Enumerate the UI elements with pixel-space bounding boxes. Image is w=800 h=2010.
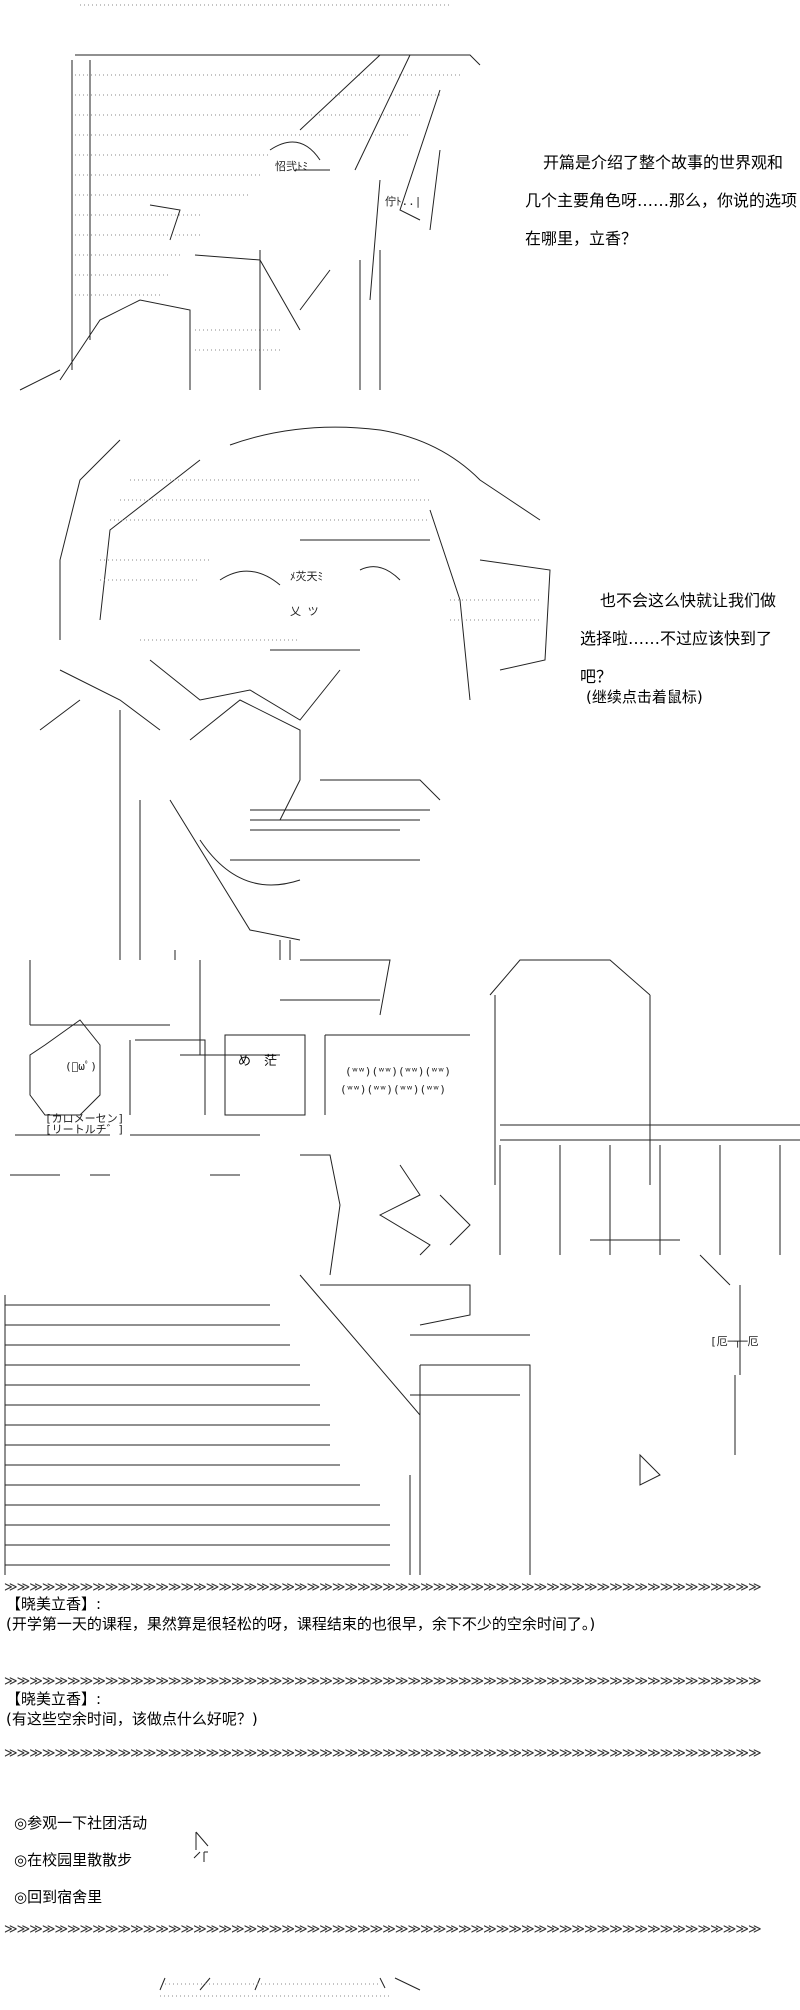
panel3-ascii-art: (ﾟωﾟ) [カロメーセン] [リートルチ゛] (ʷʷ)(ʷʷ)(ʷʷ)(ʷʷ)… xyxy=(4,959,800,1575)
dialogue-speaker: 【晓美立香】: xyxy=(6,1690,102,1708)
svg-text:佇ﾄ..|: 佇ﾄ..| xyxy=(385,195,421,208)
dialogue-speaker: 【晓美立香】: xyxy=(6,1595,102,1613)
panel2-note: (继续点击着鼠标) xyxy=(586,688,703,706)
narration-line: 也不会这么快就让我们做 xyxy=(600,591,777,610)
svg-text:(ʷʷ)(ʷʷ)(ʷʷ)(ʷʷ): (ʷʷ)(ʷʷ)(ʷʷ)(ʷʷ) xyxy=(345,1065,451,1078)
panel3-sign: め 茫 xyxy=(238,1054,278,1069)
svg-text:怊弐ﾄﾐ: 怊弐ﾄﾐ xyxy=(275,159,308,173)
narration-line: 开篇是介绍了整个故事的世界观和 xyxy=(543,153,784,172)
bottom-ascii-art xyxy=(159,1977,421,1997)
panel1-ascii-art: 怊弐ﾄﾐ 佇ﾄ..| xyxy=(19,54,481,391)
svg-text:(ʷʷ)(ʷʷ)(ʷʷ)(ʷʷ): (ʷʷ)(ʷʷ)(ʷʷ)(ʷʷ) xyxy=(340,1083,446,1096)
svg-text:[厄─┬─厄: [厄─┬─厄 xyxy=(710,1335,759,1348)
separator: ≫≫≫≫≫≫≫≫≫≫≫≫≫≫≫≫≫≫≫≫≫≫≫≫≫≫≫≫≫≫≫≫≫≫≫≫≫≫≫≫… xyxy=(4,1674,762,1688)
narration-line: 选择啦……不过应该快到了 xyxy=(580,629,773,648)
panel2-ascii-art: ﾒ苂天ﾐ 乂 ツ xyxy=(39,426,551,960)
separator: ≫≫≫≫≫≫≫≫≫≫≫≫≫≫≫≫≫≫≫≫≫≫≫≫≫≫≫≫≫≫≫≫≫≫≫≫≫≫≫≫… xyxy=(4,1922,762,1936)
narration-line: 吧？ xyxy=(580,667,613,686)
narration-line: 在哪里，立香？ xyxy=(525,229,638,248)
panel1-narration: 开篇是介绍了整个故事的世界观和 几个主要角色呀……那么，你说的选项 在哪里，立香… xyxy=(525,144,797,258)
option-campus-walk[interactable]: ◎在校园里散散步 xyxy=(14,1851,133,1869)
face-text: (ﾟωﾟ) xyxy=(65,1060,97,1073)
dialogue-text: (有这些空余时间，该做点什么好呢？) xyxy=(6,1710,258,1728)
svg-text:乂 ツ: 乂 ツ xyxy=(290,605,319,618)
cursor-icon xyxy=(193,1831,209,1862)
sign-text-1: [カロメーセン] xyxy=(45,1112,124,1125)
svg-text:ﾒ苂天ﾐ: ﾒ苂天ﾐ xyxy=(290,570,323,583)
top-dotted-rule xyxy=(80,4,450,6)
narration-line: 几个主要角色呀……那么，你说的选项 xyxy=(525,191,798,210)
separator: ≫≫≫≫≫≫≫≫≫≫≫≫≫≫≫≫≫≫≫≫≫≫≫≫≫≫≫≫≫≫≫≫≫≫≫≫≫≫≫≫… xyxy=(4,1580,762,1594)
separator: ≫≫≫≫≫≫≫≫≫≫≫≫≫≫≫≫≫≫≫≫≫≫≫≫≫≫≫≫≫≫≫≫≫≫≫≫≫≫≫≫… xyxy=(4,1746,762,1760)
sign-text-2: [リートルチ゛] xyxy=(45,1123,124,1136)
option-return-dorm[interactable]: ◎回到宿舍里 xyxy=(14,1888,103,1906)
panel2-narration: 也不会这么快就让我们做 选择啦……不过应该快到了 吧？ xyxy=(580,582,776,696)
option-club-activities[interactable]: ◎参观一下社团活动 xyxy=(14,1814,148,1832)
dialogue-text: (开学第一天的课程，果然算是很轻松的呀，课程结束的也很早，余下不少的空余时间了。… xyxy=(6,1615,596,1633)
